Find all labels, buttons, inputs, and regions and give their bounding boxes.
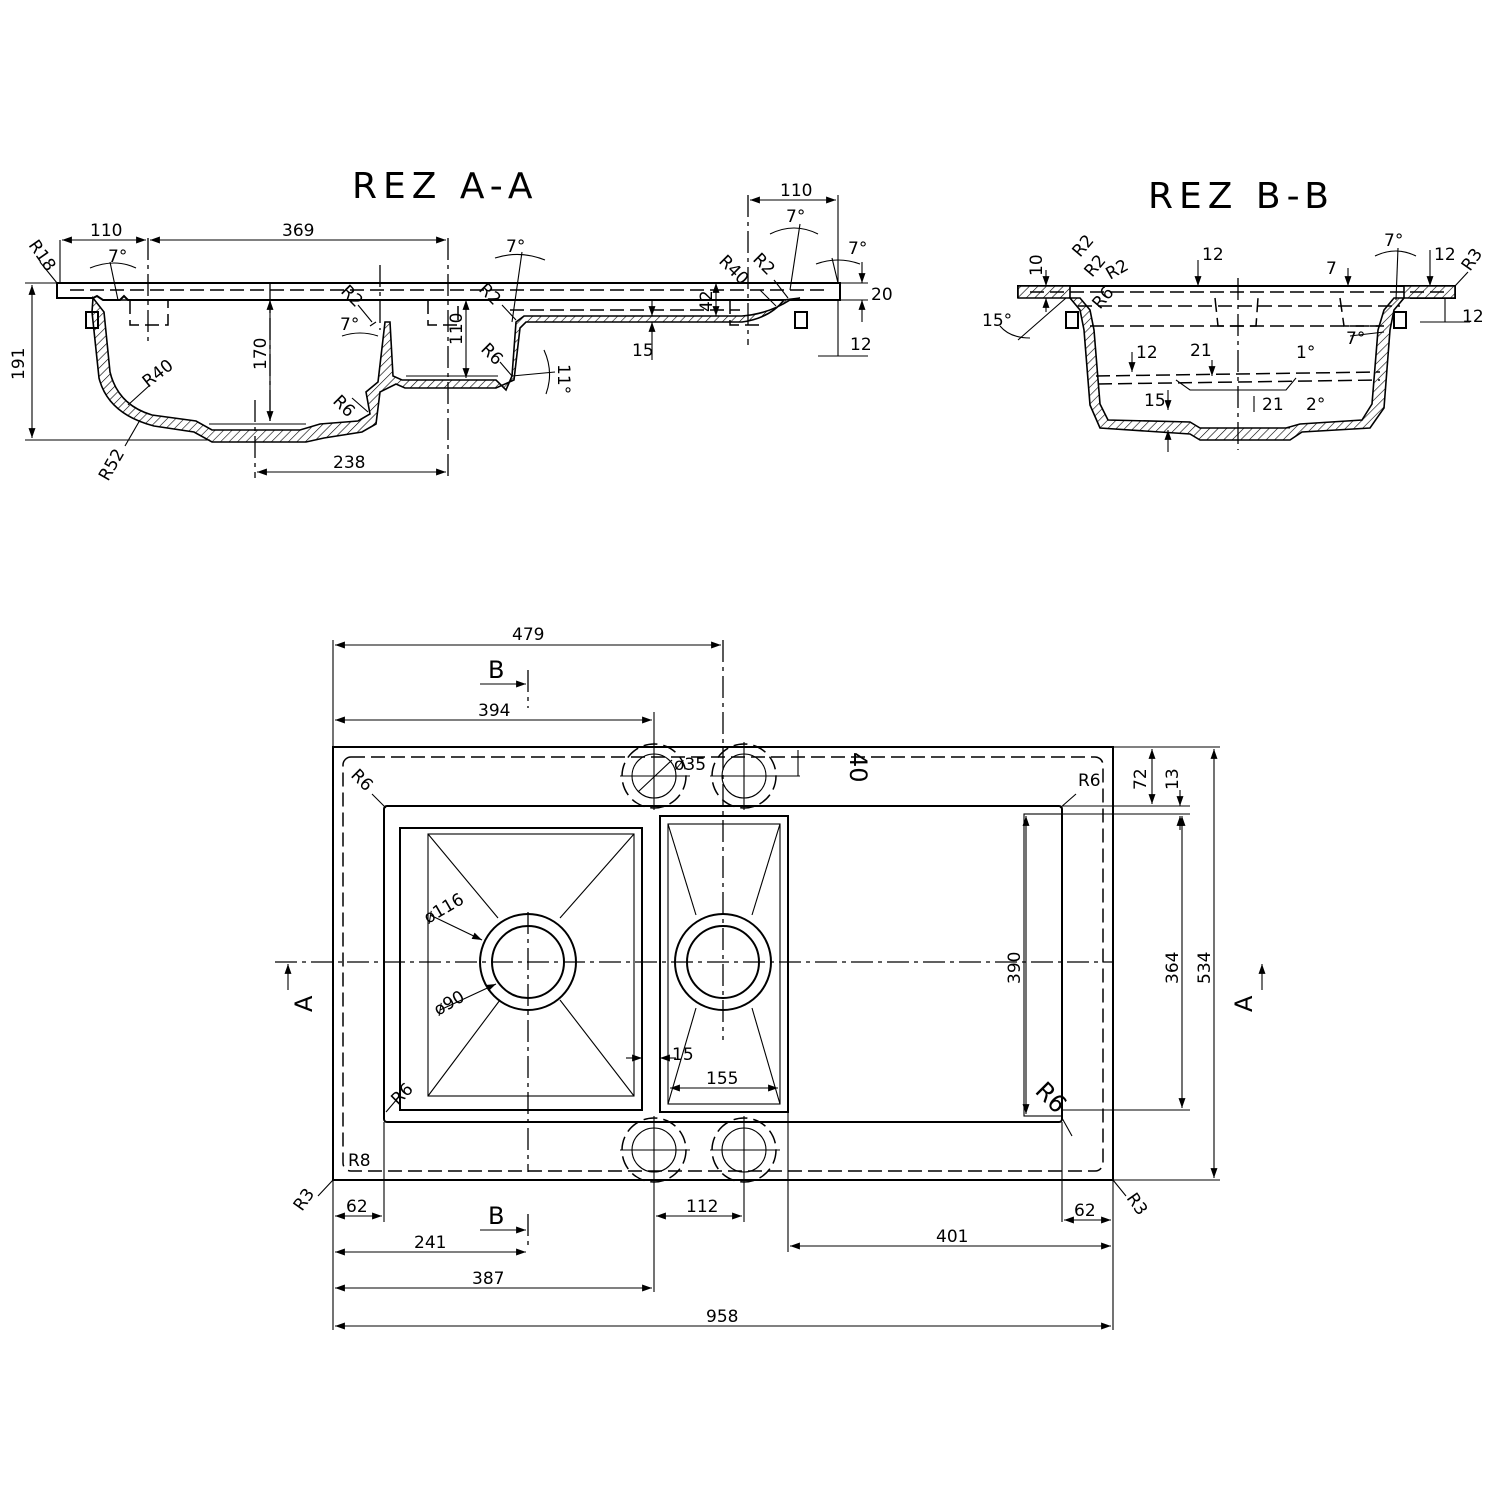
dim-a-238: 238 (333, 453, 365, 473)
dim-a-110-right: 110 (780, 181, 812, 201)
label-a-7-e: 7° (848, 239, 867, 259)
label-a-7-b: 7° (340, 315, 359, 335)
dim-b-10: 10 (1027, 254, 1047, 276)
section-b-drawing: 10 12 7 12 12 12 21 21 15 R2 R2 R2 R6 R3… (982, 231, 1487, 452)
dim-a-110-vert: 110 (447, 313, 467, 345)
label-a-r6-a: R6 (328, 391, 358, 421)
dim-b-21-b: 21 (1262, 395, 1284, 415)
dim-b-12-top: 12 (1202, 245, 1224, 265)
label-plan-r3-left: R3 (290, 1185, 319, 1215)
label-b-r6: R6 (1089, 283, 1119, 313)
dim-a-20: 20 (871, 285, 893, 305)
label-a-r2-c: R2 (748, 249, 778, 279)
label-a-7-a: 7° (108, 247, 127, 267)
label-a-r18: R18 (24, 236, 60, 275)
dim-b-12-inner: 12 (1136, 343, 1158, 363)
section-b-bottom: B (488, 1202, 504, 1230)
dim-plan-35: ø35 (674, 755, 706, 775)
section-a-right: A (1230, 995, 1258, 1012)
label-b-2deg: 2° (1306, 395, 1325, 415)
label-b-r2-c: R2 (1103, 256, 1133, 285)
dim-plan-62-left: 62 (346, 1197, 368, 1217)
dim-a-12: 12 (850, 335, 872, 355)
label-plan-r6-br: R6 (1030, 1076, 1072, 1118)
dim-a-15: 15 (632, 341, 654, 361)
label-a-r52: R52 (95, 446, 129, 485)
label-a-r40-left: R40 (139, 356, 178, 392)
dim-b-12-right: 12 (1462, 307, 1484, 327)
dim-plan-62-right: 62 (1074, 1201, 1096, 1221)
label-plan-r6-tr: R6 (1078, 771, 1101, 791)
dim-b-21-a: 21 (1190, 341, 1212, 361)
dim-plan-364: 364 (1163, 952, 1183, 984)
dim-a-42: 42 (697, 290, 717, 312)
dim-a-170: 170 (251, 338, 271, 370)
dim-plan-112: 112 (686, 1197, 718, 1217)
label-b-r3: R3 (1458, 245, 1487, 275)
dim-plan-90: ø90 (431, 987, 469, 1020)
dim-plan-72: 72 (1131, 768, 1151, 790)
label-a-7-c: 7° (506, 237, 525, 257)
dim-b-15: 15 (1144, 391, 1166, 411)
dim-b-7: 7 (1326, 259, 1337, 279)
label-plan-r8: R8 (348, 1151, 371, 1171)
dim-plan-394: 394 (478, 701, 510, 721)
dim-plan-479: 479 (512, 625, 544, 645)
dim-plan-155: 155 (706, 1069, 738, 1089)
dim-a-110-left: 110 (90, 221, 122, 241)
dim-plan-241: 241 (414, 1233, 446, 1253)
label-a-7-d: 7° (786, 207, 805, 227)
section-b-top: B (488, 656, 504, 684)
dim-plan-958: 958 (706, 1307, 738, 1327)
label-plan-r3-right: R3 (1122, 1189, 1151, 1219)
tap-hole-bottom-left (620, 1116, 690, 1184)
dim-a-191: 191 (9, 348, 29, 380)
label-b-15deg: 15° (982, 311, 1012, 331)
dim-plan-534: 534 (1195, 952, 1215, 984)
dim-plan-40: 40 (844, 752, 872, 783)
section-a-drawing: 110 369 110 191 170 110 42 20 15 1 (9, 181, 893, 485)
tap-hole-bottom-right (710, 1116, 780, 1184)
label-b-1deg: 1° (1296, 343, 1315, 363)
dim-a-369: 369 (282, 221, 314, 241)
label-b-7-a: 7° (1384, 231, 1403, 251)
dim-plan-390: 390 (1005, 952, 1025, 984)
label-plan-r6-tl: R6 (346, 765, 376, 795)
dim-plan-13: 13 (1163, 768, 1183, 790)
title-section-b: REZ B-B (1148, 176, 1335, 217)
label-a-r2-a: R2 (336, 281, 366, 311)
label-b-7-b: 7° (1346, 329, 1365, 349)
dim-plan-15: 15 (672, 1045, 694, 1065)
dim-b-12-right-top: 12 (1434, 245, 1456, 265)
label-a-11: 11° (553, 364, 573, 394)
title-section-a: REZ A-A (352, 166, 539, 207)
section-a-left: A (290, 995, 318, 1012)
dim-plan-401: 401 (936, 1227, 968, 1247)
dim-plan-387: 387 (472, 1269, 504, 1289)
plan-view: A A B B 479 394 ø35 40 72 13 390 (275, 625, 1266, 1330)
